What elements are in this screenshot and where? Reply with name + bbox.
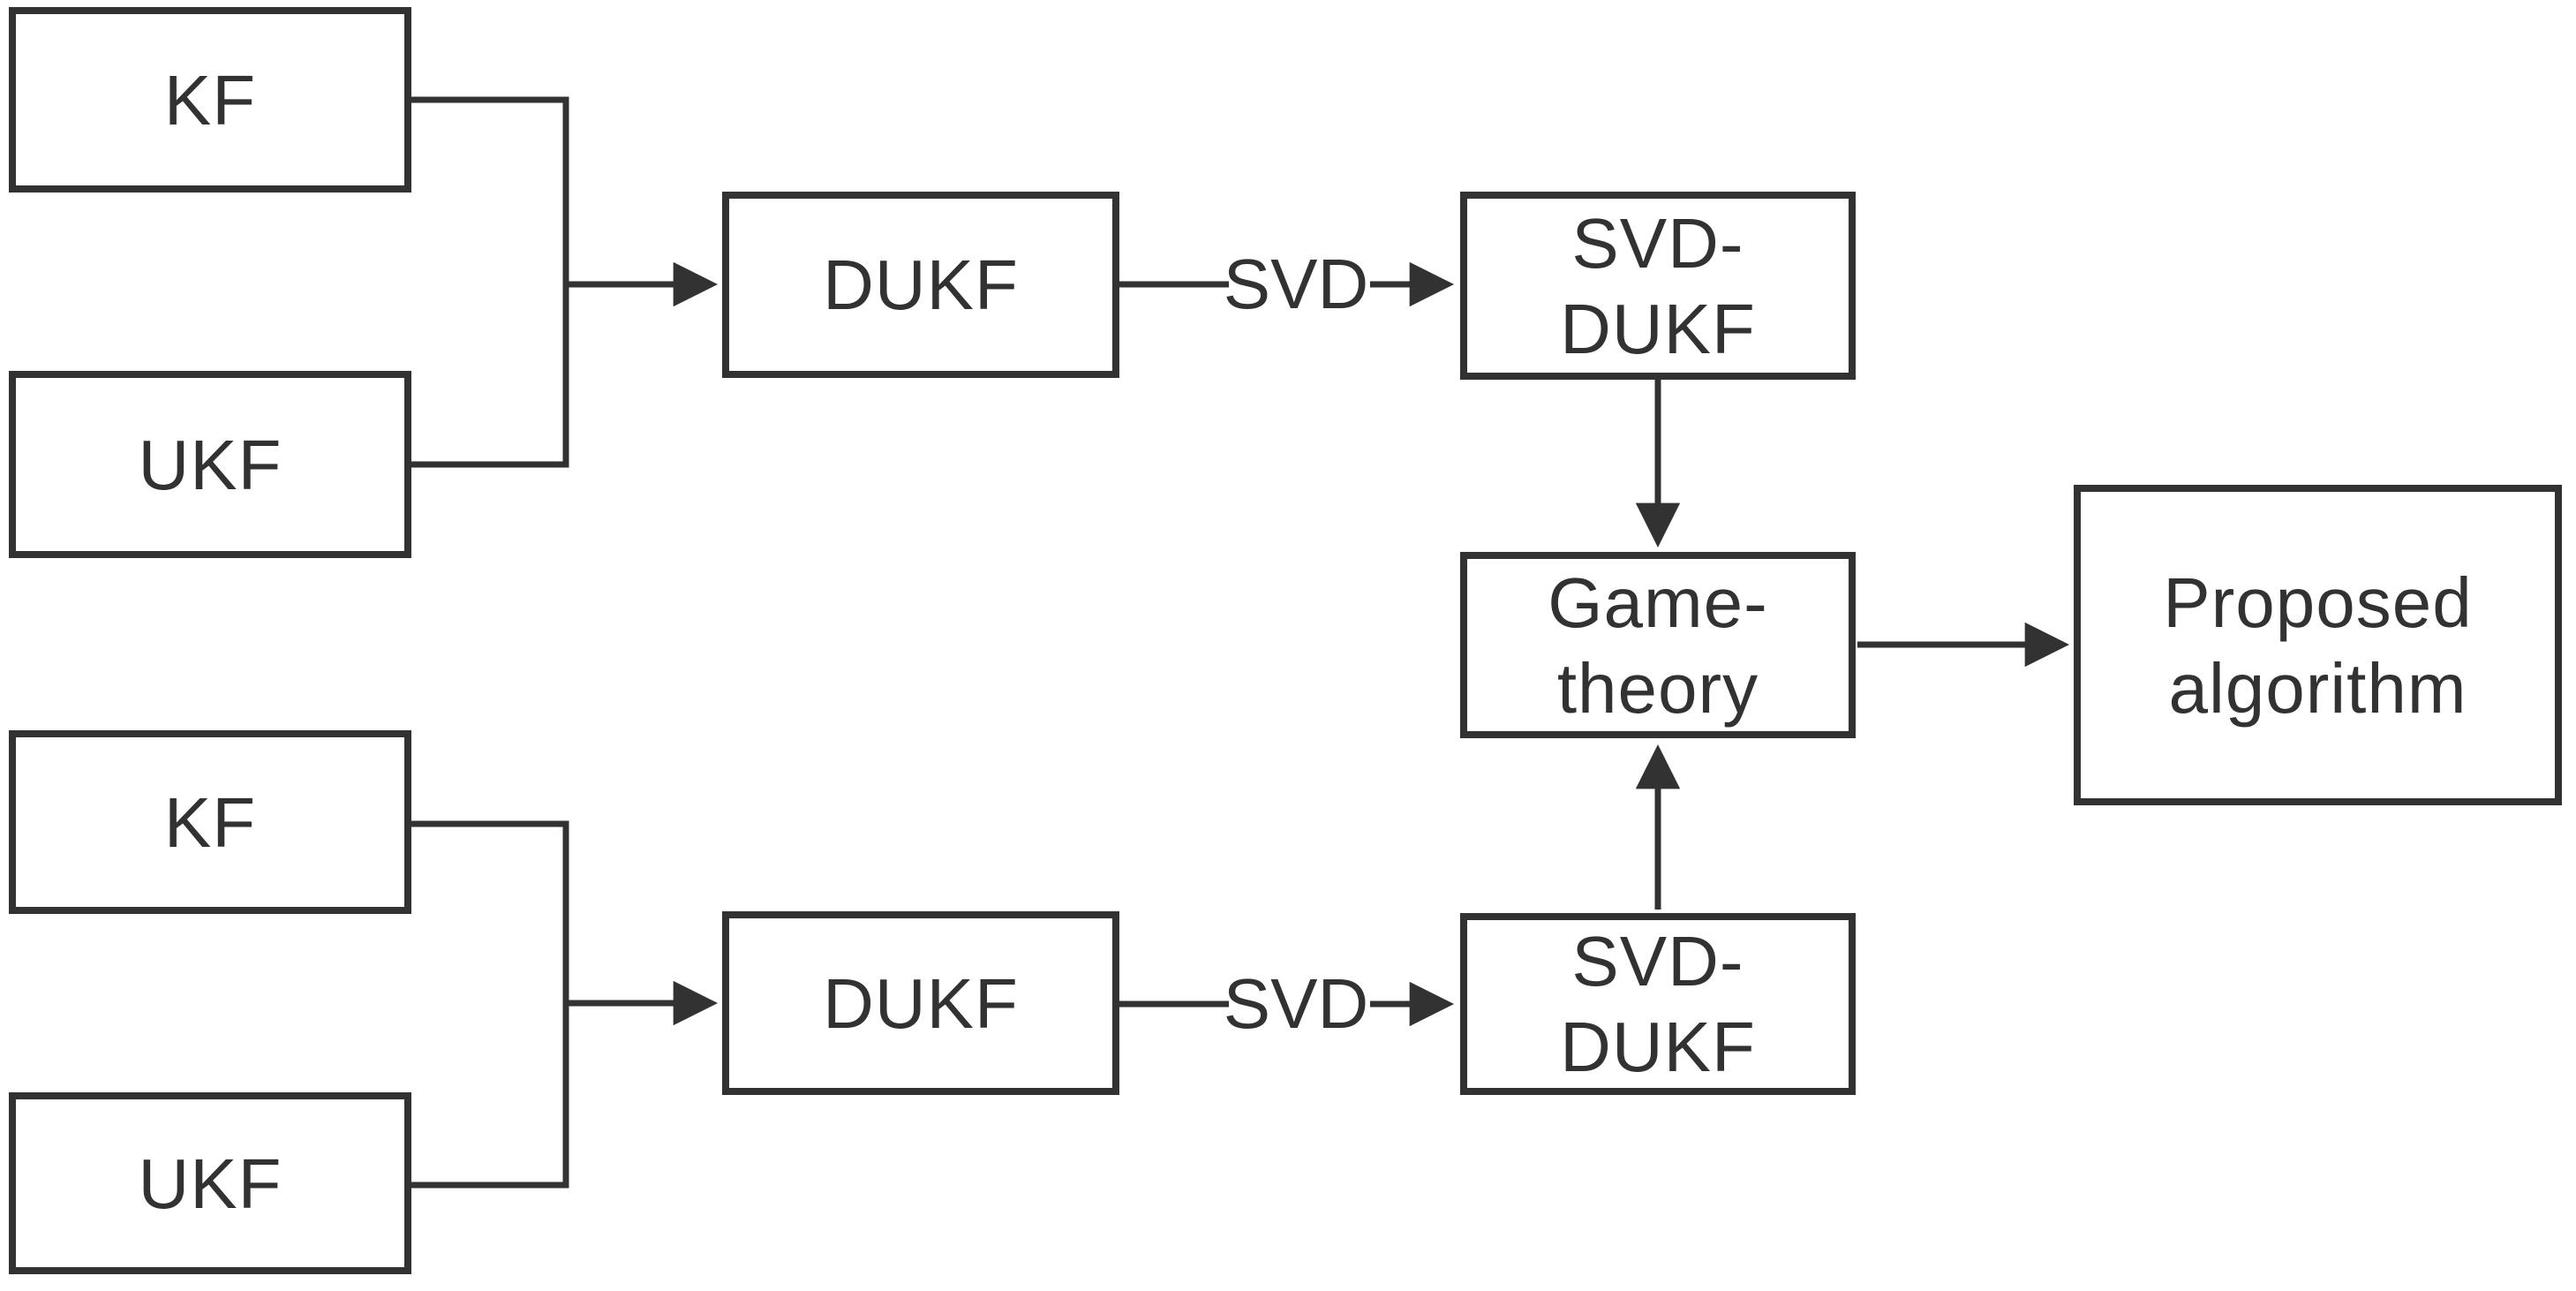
- node-dukf-bottom: DUKF: [722, 911, 1119, 1095]
- node-dukf-top: DUKF: [722, 192, 1119, 378]
- node-svd-dukf-top: SVD- DUKF: [1460, 192, 1856, 380]
- node-label: DUKF: [823, 245, 1019, 324]
- edge-kf-ukf-top-bracket: [408, 96, 569, 468]
- node-svd-dukf-bottom: SVD- DUKF: [1460, 913, 1856, 1095]
- edge-label-svd-bottom: SVD: [1223, 964, 1369, 1043]
- node-game-theory: Game- theory: [1460, 552, 1856, 738]
- node-proposed-algorithm: Proposed algorithm: [2074, 485, 2562, 805]
- node-label: KF: [163, 782, 257, 862]
- node-label: KF: [163, 60, 257, 140]
- node-label-line1: Proposed: [2163, 562, 2473, 642]
- node-kf-top: KF: [9, 7, 411, 193]
- node-label-line1: SVD-: [1571, 922, 1744, 1000]
- node-kf-bottom: KF: [9, 730, 411, 914]
- node-label: UKF: [138, 425, 282, 504]
- node-label-line2: DUKF: [1560, 1008, 1756, 1086]
- node-label-line1: SVD-: [1571, 203, 1744, 283]
- edge-label-svd-top: SVD: [1223, 245, 1369, 323]
- node-label-line2: theory: [1556, 648, 1759, 728]
- node-label-line2: DUKF: [1560, 289, 1756, 368]
- node-label-line2: algorithm: [2168, 648, 2467, 728]
- edge-kf-ukf-bottom-bracket: [408, 820, 569, 1189]
- node-label: DUKF: [823, 963, 1019, 1043]
- node-label-line1: Game-: [1548, 562, 1768, 642]
- node-label: UKF: [138, 1144, 282, 1223]
- node-ukf-bottom: UKF: [9, 1092, 411, 1274]
- node-ukf-top: UKF: [9, 371, 411, 558]
